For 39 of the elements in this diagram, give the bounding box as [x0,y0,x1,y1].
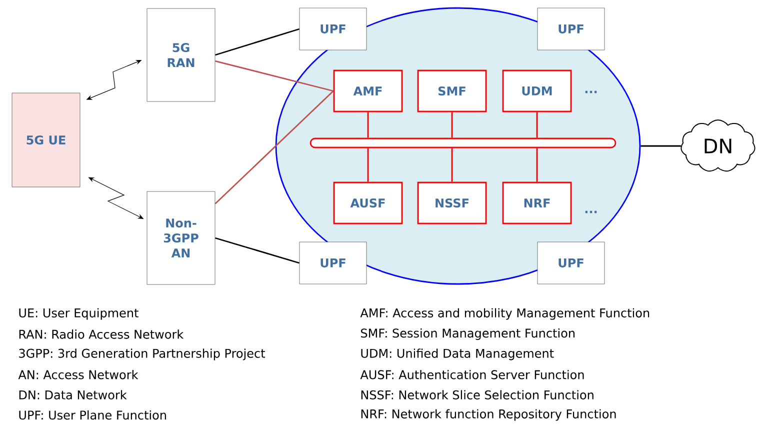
connector-line [367,112,369,138]
legend-text: AMF: Access and mobility Management Function [360,308,650,320]
connector-line [536,112,538,138]
connector-line [451,148,453,182]
function-box: NRF [502,182,572,224]
connector-line [451,112,453,138]
function-box: SMF [417,70,487,112]
legend-text: RAN: Radio Access Network [19,330,184,339]
bus-bar [310,138,616,148]
connector-line [215,60,334,92]
connector-line [215,237,300,264]
function-box: AMF [333,70,403,112]
legend-text: AN: Access Network [18,370,138,380]
connector-line [215,28,300,56]
legend-text: UPF: User Plane Function [19,410,166,420]
ellipsis-mark: ... [585,210,597,214]
function-box: NSSF [417,182,487,224]
connector-line [367,148,369,182]
connector-line [214,90,334,204]
process-box: UPF [299,242,367,284]
legend-text: NSSF: Network Slice Selection Function [361,390,594,400]
legend-text: NRF: Network function Repository Function [361,409,616,421]
process-box: UPF [299,8,367,50]
legend-text: DN: Data Network [19,390,127,400]
legend-text: AUSF: Authentication Server Function [360,370,584,380]
process-box: 5G RAN [146,8,216,102]
function-box: UDM [502,70,572,112]
legend-text: UE: User Equipment [19,308,138,320]
legend-text: 3GPP: 3rd Generation Partnership Project [19,348,266,360]
connector-line [536,148,538,182]
legend-text: SMF: Session Management Function [361,328,575,340]
ellipsis-mark: ... [585,90,597,94]
function-box: AUSF [333,182,403,224]
process-box: 5G UE [12,92,80,188]
legend-text: UDM: Unified Data Management [361,348,554,360]
connector-line [640,145,681,147]
process-box: UPF [537,8,605,50]
process-box: Non-3GPP AN [146,191,216,285]
process-box: UPF [537,242,605,284]
